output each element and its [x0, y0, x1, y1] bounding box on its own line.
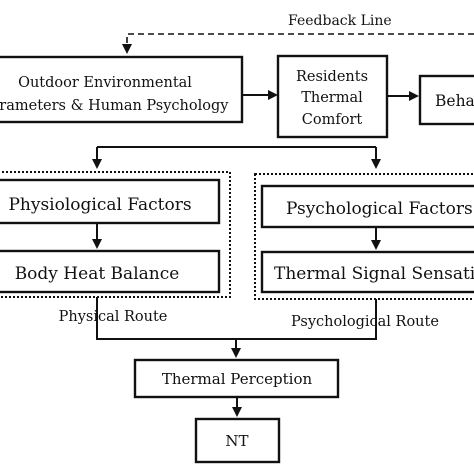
merge-line-left [96, 297, 236, 340]
comfort-label: Comfort [302, 112, 363, 128]
thermal-signal-sensation-label: Thermal Signal Sensation [274, 264, 474, 284]
nt-box [194, 417, 281, 464]
body-heat-balance-label: Body Heat Balance [15, 264, 180, 284]
feedback-line-label: Feedback Line [288, 13, 392, 29]
thermal-perception-label: Thermal Perception [162, 370, 313, 388]
psychological-route-label: Psychological Route [291, 314, 439, 330]
merge-line-right [236, 299, 377, 340]
physical-route-label: Physical Route [59, 309, 168, 325]
physical-route-group [0, 171, 231, 298]
physiological-factors-label: Physiological Factors [8, 195, 191, 215]
nt-label: NT [225, 432, 248, 450]
thermal-label: Thermal [301, 90, 363, 106]
feedback-line [122, 33, 474, 54]
outdoor-parameters-box [0, 55, 244, 124]
behavior-label: Behavior [435, 92, 474, 110]
psychological-route-group [254, 173, 474, 300]
psychological-factors-box [260, 184, 474, 229]
psychological-factors-label: Psychological Factors [286, 199, 473, 219]
body-heat-balance-box [0, 249, 221, 294]
outdoor-parameters-label-line1: Outdoor Environmental [18, 75, 192, 91]
behavior-box [418, 74, 474, 126]
thermal-perception-box [133, 358, 340, 399]
residents-thermal-comfort-box [276, 54, 389, 139]
thermal-signal-sensation-box [260, 250, 474, 294]
outdoor-parameters-label-line2: Parameters & Human Psychology [0, 98, 229, 114]
residents-label: Residents [296, 69, 368, 85]
physiological-factors-box [0, 178, 221, 225]
